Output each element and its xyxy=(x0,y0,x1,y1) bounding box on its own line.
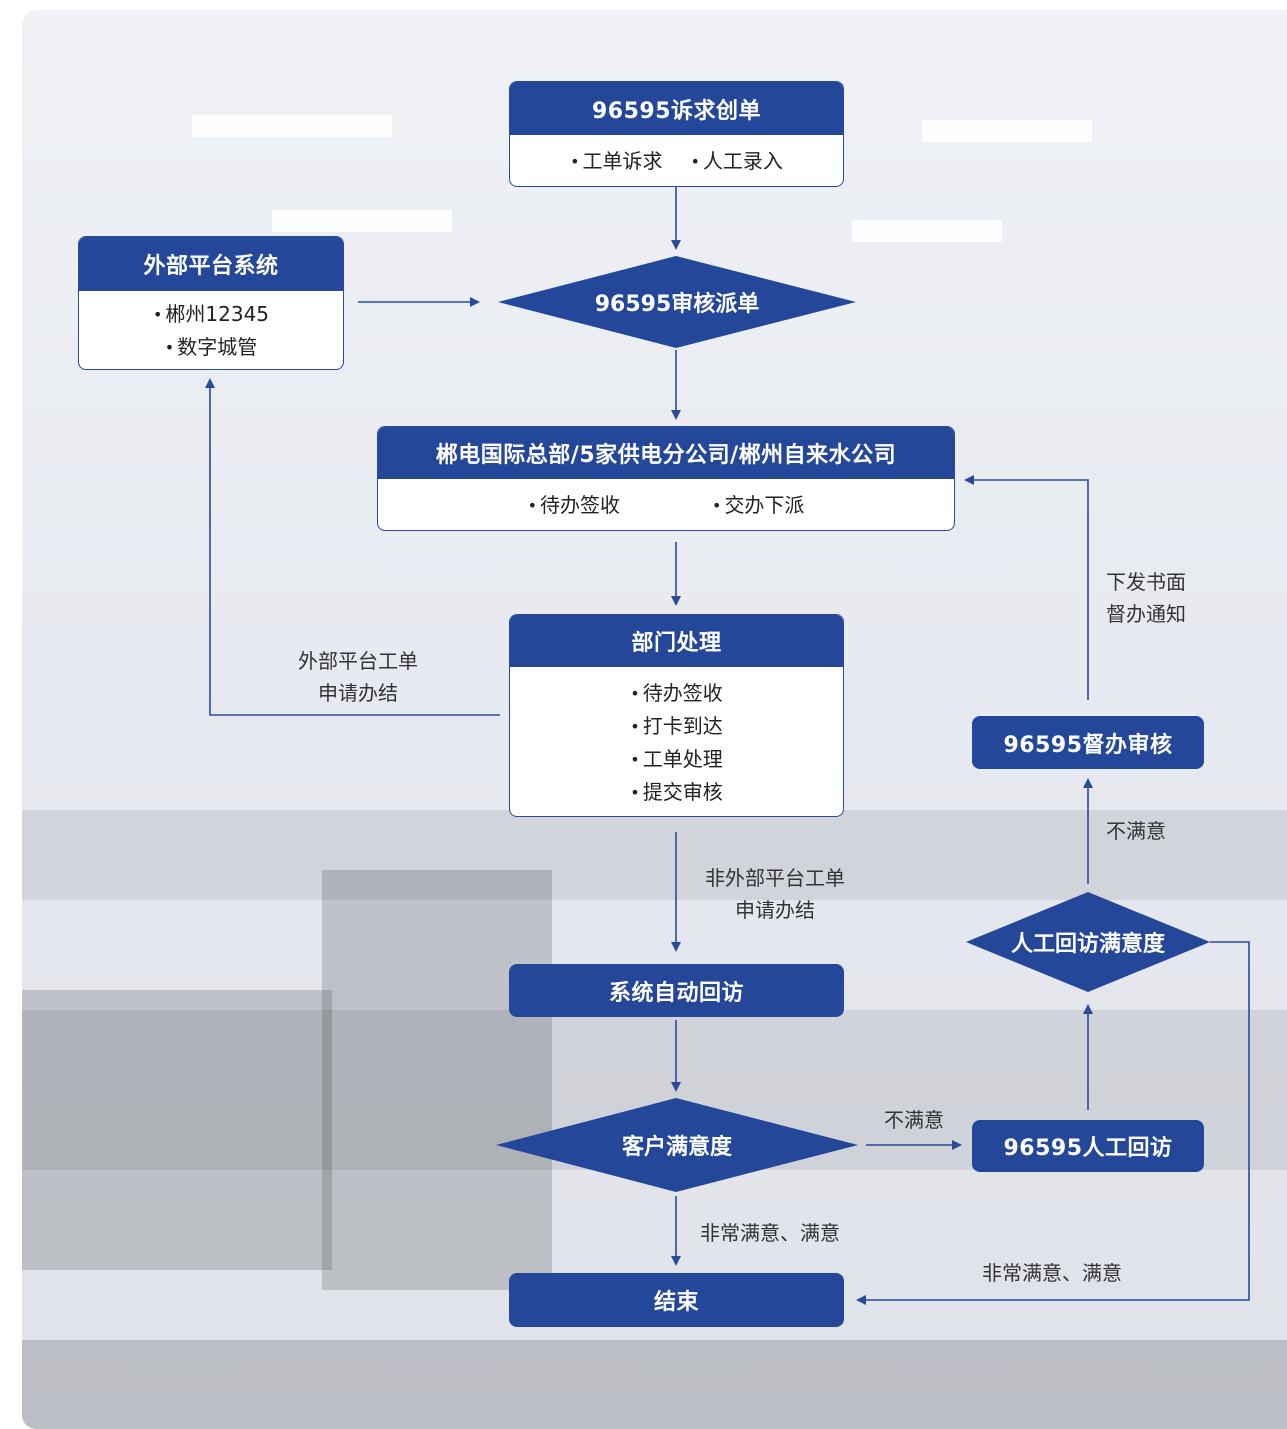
node-create: 96595诉求创单 工单诉求 人工录入 xyxy=(509,81,844,187)
label-unsatisfied-1: 不满意 xyxy=(884,1108,944,1132)
node-dept-item: 打卡到达 xyxy=(630,710,723,743)
node-external-item: 郴州12345 xyxy=(153,298,269,331)
node-review-title: 96595审核派单 xyxy=(594,292,760,317)
label-notice: 下发书面 督办通知 xyxy=(1096,566,1196,630)
node-external-item: 数字城管 xyxy=(165,331,257,364)
label-line: 申请办结 xyxy=(735,898,815,922)
node-create-item: 人工录入 xyxy=(691,145,783,178)
node-dept: 部门处理 待办签收 打卡到达 工单处理 提交审核 xyxy=(509,614,844,817)
label-satisfied-1: 非常满意、满意 xyxy=(700,1221,840,1245)
node-end: 结束 xyxy=(509,1273,844,1327)
node-dept-item: 待办签收 xyxy=(630,677,723,710)
node-company-item: 交办下派 xyxy=(712,489,804,522)
node-manual-sat-title: 人工回访满意度 xyxy=(1010,932,1165,957)
node-external: 外部平台系统 郴州12345 数字城管 xyxy=(78,236,344,370)
node-create-title: 96595诉求创单 xyxy=(510,82,843,135)
label-non-external-close: 非外部平台工单 申请办结 xyxy=(690,862,860,926)
node-supervise: 96595督办审核 xyxy=(972,716,1204,769)
node-create-item: 工单诉求 xyxy=(570,145,663,178)
node-company: 郴电国际总部/5家供电分公司/郴州自来水公司 待办签收 交办下派 xyxy=(377,426,955,531)
label-line: 申请办结 xyxy=(318,681,398,705)
label-unsatisfied-2: 不满意 xyxy=(1106,819,1166,843)
label-satisfied-2: 非常满意、满意 xyxy=(982,1261,1122,1285)
node-satisfaction-title: 客户满意度 xyxy=(621,1135,732,1160)
node-manual-visit: 96595人工回访 xyxy=(972,1120,1204,1172)
node-dept-item: 提交审核 xyxy=(630,776,723,809)
node-external-title: 外部平台系统 xyxy=(79,237,343,291)
label-line: 下发书面 xyxy=(1106,570,1186,594)
node-auto-visit: 系统自动回访 xyxy=(509,964,844,1017)
label-line: 督办通知 xyxy=(1106,602,1186,626)
node-dept-item: 工单处理 xyxy=(630,743,723,776)
node-company-title: 郴电国际总部/5家供电分公司/郴州自来水公司 xyxy=(378,427,954,479)
node-company-item: 待办签收 xyxy=(528,489,620,522)
label-line: 外部平台工单 xyxy=(298,649,418,673)
node-dept-title: 部门处理 xyxy=(510,615,843,667)
label-external-close: 外部平台工单 申请办结 xyxy=(278,645,438,709)
label-line: 非外部平台工单 xyxy=(705,866,845,890)
